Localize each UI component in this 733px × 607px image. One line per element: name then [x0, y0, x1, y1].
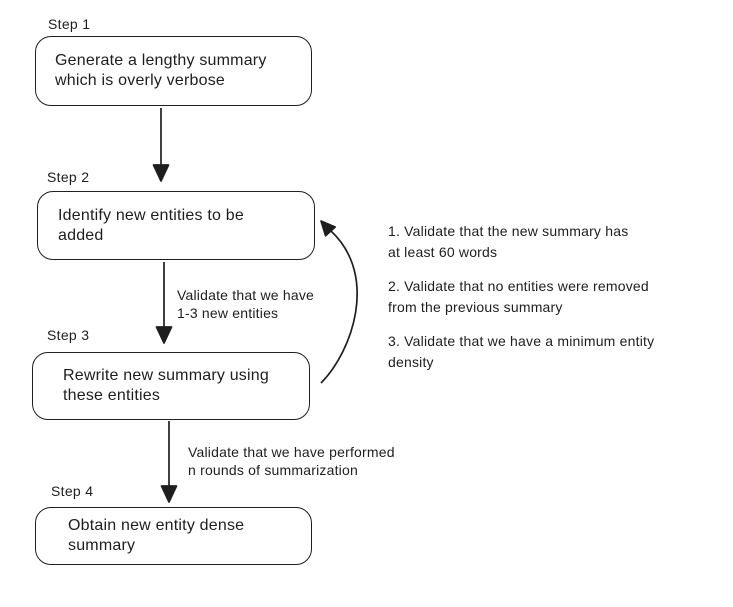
step-1-text: Generate a lengthy summary which is over…	[55, 52, 267, 89]
step-3-box: Rewrite new summary using these entities	[32, 352, 310, 420]
validation-note-1: 1. Validate that the new summary has at …	[388, 223, 629, 260]
validation-note-2: 2. Validate that no entities were remove…	[388, 278, 649, 315]
edge-label-n-rounds: Validate that we have performed n rounds…	[188, 444, 395, 478]
arrow-step3-to-step4-icon	[160, 421, 178, 503]
step-2-label: Step 2	[47, 169, 90, 185]
step-1-label: Step 1	[48, 16, 91, 32]
step-3-text: Rewrite new summary using these entities	[63, 367, 269, 404]
validation-notes: 1. Validate that the new summary has at …	[388, 221, 708, 386]
edge-label-1-3-new-entities: Validate that we have 1-3 new entities	[177, 287, 315, 321]
step-2-box: Identify new entities to be added	[37, 191, 315, 260]
arrow-loop-step3-to-step2-icon	[320, 220, 358, 384]
arrow-step1-to-step2-icon	[152, 108, 170, 182]
validation-note-3: 3. Validate that we have a minimum entit…	[388, 333, 655, 370]
step-4-text: Obtain new entity dense summary	[68, 517, 245, 554]
step-4-box: Obtain new entity dense summary	[35, 507, 312, 565]
arrow-step2-to-step3-icon	[155, 262, 173, 344]
step-2-text: Identify new entities to be added	[58, 206, 244, 244]
step-4-label: Step 4	[51, 483, 94, 499]
step-3-label: Step 3	[47, 327, 90, 343]
step-1-box: Generate a lengthy summary which is over…	[35, 36, 312, 106]
